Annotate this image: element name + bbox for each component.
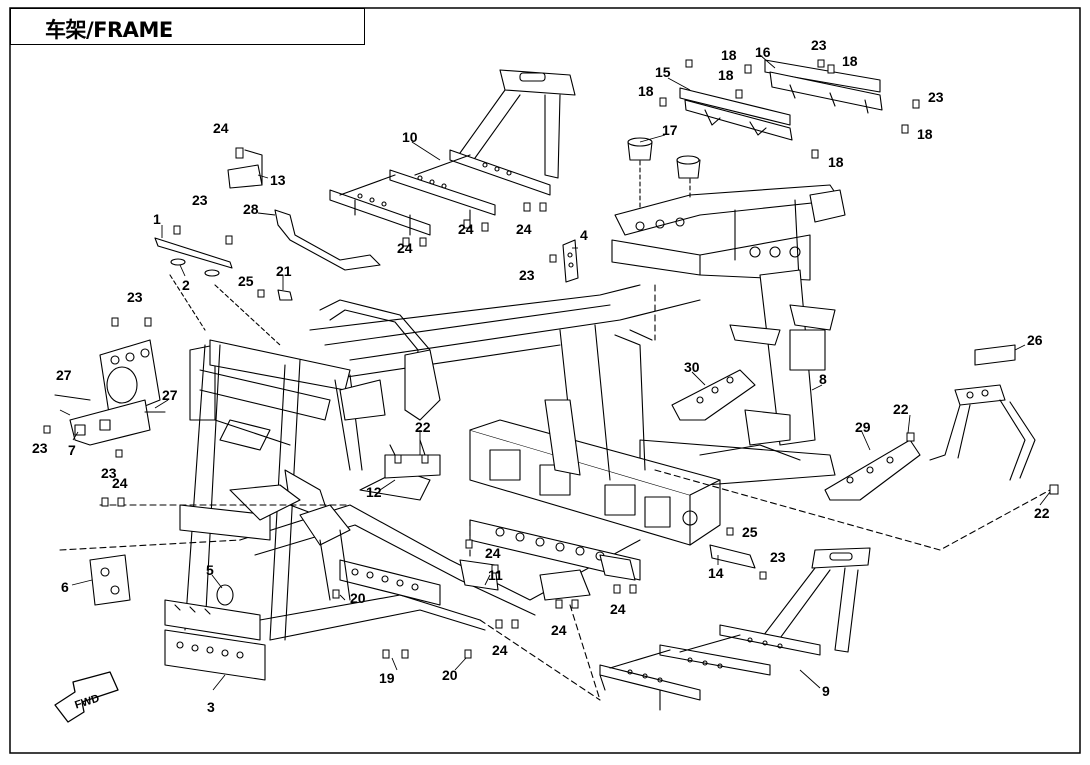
callout-7: 7 [68,442,76,458]
callout-23d: 23 [101,465,117,481]
callout-23e: 23 [519,267,535,283]
frame-line-art [54,59,1051,723]
callout-2: 2 [182,277,190,293]
callout-24a: 24 [213,120,229,136]
callout-19: 19 [379,670,395,686]
callout-22b: 22 [893,401,909,417]
callout-20b: 20 [350,590,366,606]
callout-5: 5 [206,562,214,578]
callout-9: 9 [822,683,830,699]
callout-27a: 27 [56,367,72,383]
callout-23h: 23 [928,89,944,105]
callout-23a: 23 [192,192,208,208]
callout-18f: 18 [828,154,844,170]
callout-18e: 18 [917,126,933,142]
callout-11: 11 [488,567,503,583]
callout-24e: 24 [112,475,128,491]
callout-18a: 18 [721,47,737,63]
callout-24c: 24 [397,240,413,256]
callout-18c: 18 [638,83,654,99]
callout-29: 29 [855,419,871,435]
callout-24g: 24 [551,622,567,638]
callout-28: 28 [243,201,259,217]
callout-18d: 18 [842,53,858,69]
callout-24b: 24 [516,221,532,237]
callout-1: 1 [153,211,161,227]
callout-15: 15 [655,64,671,80]
callout-16: 16 [755,44,771,60]
callout-4: 4 [580,227,588,243]
callout-27b: 27 [162,387,178,403]
callout-10: 10 [402,129,418,145]
callout-26: 26 [1027,332,1043,348]
callout-25b: 25 [742,524,758,540]
callout-21: 21 [276,263,292,279]
callout-8: 8 [819,371,827,387]
callout-leaders [59,54,1051,691]
callout-3: 3 [207,699,215,715]
fastener-glyphs [43,59,1059,659]
callout-24i: 24 [492,642,508,658]
callout-17: 17 [662,122,678,138]
callout-12: 12 [366,484,382,500]
callout-24f: 24 [485,545,501,561]
callout-22a: 22 [415,419,431,435]
callout-labels: 1 2 3 4 5 6 7 8 9 10 11 12 13 14 15 16 1… [32,37,1050,715]
callout-22c: 22 [1034,505,1050,521]
callout-25a: 25 [238,273,254,289]
callout-20a: 20 [442,667,458,683]
callout-24d: 24 [458,221,474,237]
callout-23b: 23 [127,289,143,305]
callout-30: 30 [684,359,700,375]
callout-23g: 23 [811,37,827,53]
title-box: 车架/FRAME [10,8,365,45]
callout-6: 6 [61,579,69,595]
callout-23f: 23 [770,549,786,565]
sheet-border [9,7,1081,754]
callout-14: 14 [708,565,724,581]
page-title: 车架/FRAME [45,18,173,42]
callout-24h: 24 [610,601,626,617]
callout-13: 13 [270,172,286,188]
callout-18b: 18 [718,67,734,83]
callout-23c: 23 [32,440,48,456]
